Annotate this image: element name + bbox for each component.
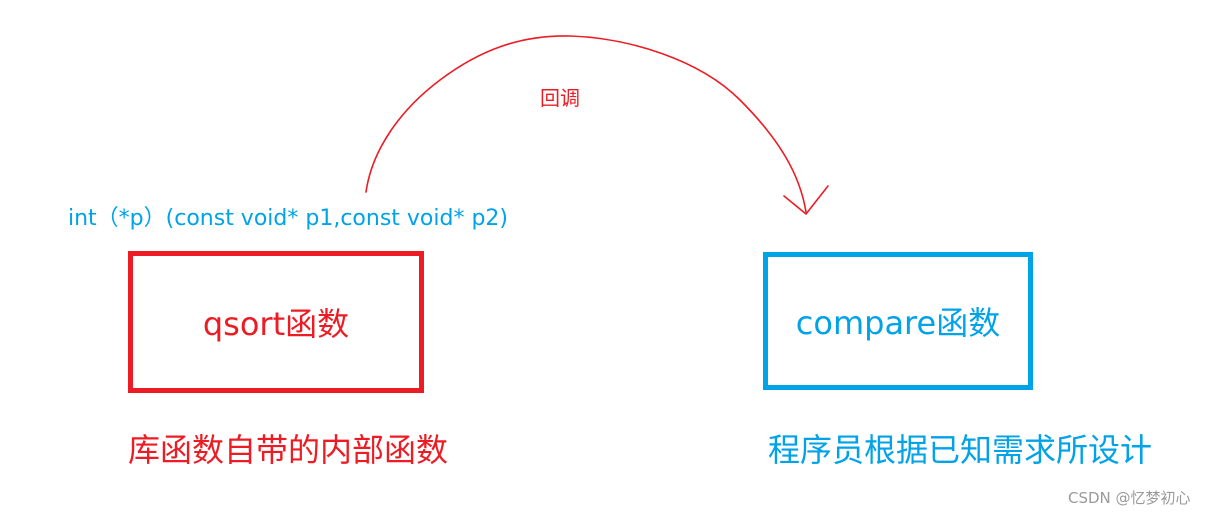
qsort-box: qsort函数	[128, 251, 424, 393]
callback-arrow-head	[783, 185, 829, 215]
callback-arrow-curve	[365, 35, 807, 213]
compare-box-label: compare函数	[795, 304, 1001, 342]
compare-box: compare函数	[763, 252, 1033, 390]
compare-caption: 程序员根据已知需求所设计	[768, 431, 1153, 469]
watermark: CSDN @忆梦初心	[1068, 489, 1191, 507]
function-pointer-signature: int（*p）(const void* p1,const void* p2)	[68, 206, 508, 231]
callback-label: 回调	[540, 86, 580, 110]
qsort-box-label: qsort函数	[202, 305, 350, 343]
qsort-caption: 库函数自带的内部函数	[128, 431, 449, 469]
